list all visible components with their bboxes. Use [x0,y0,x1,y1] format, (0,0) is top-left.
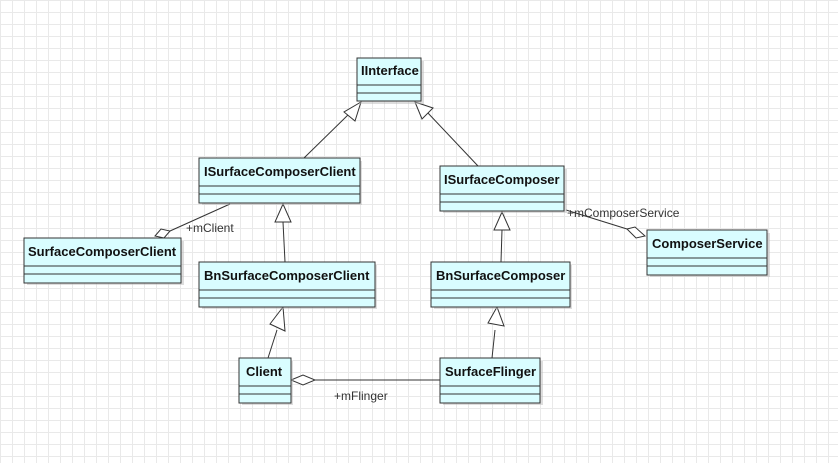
class-isurfacecomposerclient[interactable]: ISurfaceComposerClient [198,157,362,205]
class-client[interactable]: Client [238,357,293,405]
generalization-arrowhead [269,305,286,332]
generalization-isurfacecomposer-iinterface [426,111,479,167]
class-name: SurfaceFlinger [445,364,536,379]
class-surfacecomposerclient[interactable]: SurfaceComposerClient [23,237,184,285]
class-name: ComposerService [652,236,763,251]
class-bnsurfacecomposerclient[interactable]: BnSurfaceComposerClient [198,261,377,309]
edges [169,111,628,381]
class-name: BnSurfaceComposerClient [204,268,370,283]
generalization-arrowhead [487,305,505,327]
class-iinterface[interactable]: IInterface [356,57,424,104]
class-name: SurfaceComposerClient [28,244,177,259]
generalization-client-bnsurfacecomposerclient [267,329,278,359]
aggregation-diamond [289,374,317,386]
generalization-surfaceflinger-bnsurfacecomposer [491,329,496,359]
generalization-arrowhead [343,100,362,122]
label-mclient: +mClient [186,221,234,235]
generalization-bnsurfacecomposer-isurfacecomposer [500,229,503,263]
class-surfaceflinger[interactable]: SurfaceFlinger [439,357,543,405]
class-name: IInterface [361,63,419,78]
class-name: BnSurfaceComposer [436,268,565,283]
label-mflinger: +mFlinger [334,389,388,403]
aggregation-diamond [154,228,171,239]
class-name: ISurfaceComposerClient [204,164,356,179]
class-name: ISurfaceComposer [444,172,560,187]
aggregation-composerservice-isurfacecomposer [565,209,628,230]
arrowheads [154,100,647,386]
class-bnsurfacecomposer[interactable]: BnSurfaceComposer [430,261,572,309]
generalization-arrowhead [414,101,434,120]
generalization-isurfacecomposerclient-iinterface [303,111,352,159]
class-name: Client [246,364,283,379]
aggregation-diamond [626,226,647,239]
class-isurfacecomposer[interactable]: ISurfaceComposer [439,165,567,213]
label-mcomposerservice: +mComposerService [567,206,680,220]
generalization-arrowhead [274,202,292,223]
generalization-arrowhead [493,210,511,231]
aggregation-surfacecomposerclient-isurfacecomposerclient [169,203,231,232]
generalization-bnsurfacecomposerclient-isurfacecomposerclient [282,221,286,263]
class-composerservice[interactable]: ComposerService [646,229,770,277]
